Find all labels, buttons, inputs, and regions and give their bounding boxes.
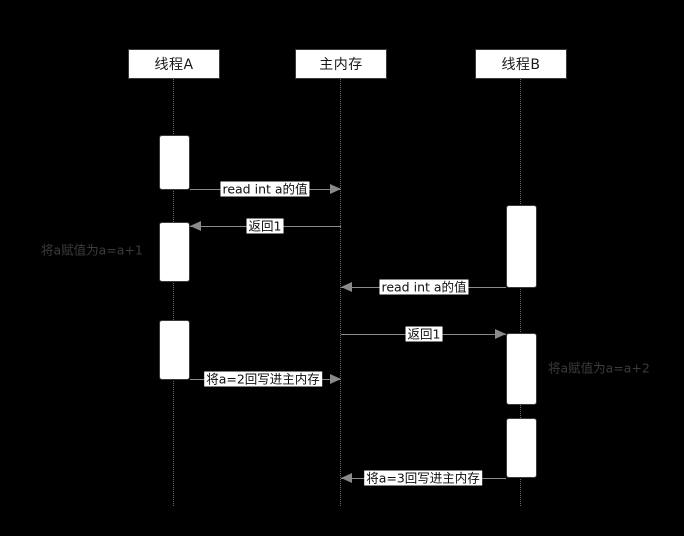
activation-bar-threadB[interactable] <box>506 418 537 478</box>
participant-label: 线程B <box>501 57 541 73</box>
message-label-m5: 将a=2回写进主内存 <box>204 371 322 387</box>
note-note-a: 将a赋值为a=a+1 <box>41 242 143 258</box>
arrowhead-icon-m3 <box>341 282 352 292</box>
message-label-m6: 将a=3回写进主内存 <box>364 470 482 486</box>
activation-bar-threadA[interactable] <box>159 320 190 380</box>
message-label-m3: read int a的值 <box>379 279 469 295</box>
arrowhead-icon-m1 <box>330 184 341 194</box>
arrowhead-icon-m4 <box>495 329 506 339</box>
arrowhead-icon-m2 <box>190 221 201 231</box>
participant-mainMemory[interactable]: 主内存 <box>295 49 387 79</box>
message-label-m4: 返回1 <box>405 326 443 342</box>
arrowhead-icon-m5 <box>330 374 341 384</box>
participant-label: 线程A <box>154 57 194 73</box>
activation-bar-threadB[interactable] <box>506 333 537 405</box>
participant-threadB[interactable]: 线程B <box>475 49 567 79</box>
note-note-b: 将a赋值为a=a+2 <box>548 360 650 376</box>
message-label-m2: 返回1 <box>246 218 284 234</box>
activation-bar-threadA[interactable] <box>159 135 190 190</box>
lifeline-mainMemory <box>340 79 342 506</box>
lifeline-threadA <box>173 79 175 506</box>
participant-threadA[interactable]: 线程A <box>128 49 220 79</box>
lifeline-threadB <box>520 79 522 506</box>
arrowhead-icon-m6 <box>341 473 352 483</box>
message-label-m1: read int a的值 <box>220 181 310 197</box>
activation-bar-threadA[interactable] <box>159 222 190 282</box>
activation-bar-threadB[interactable] <box>506 205 537 288</box>
participant-label: 主内存 <box>319 57 363 73</box>
